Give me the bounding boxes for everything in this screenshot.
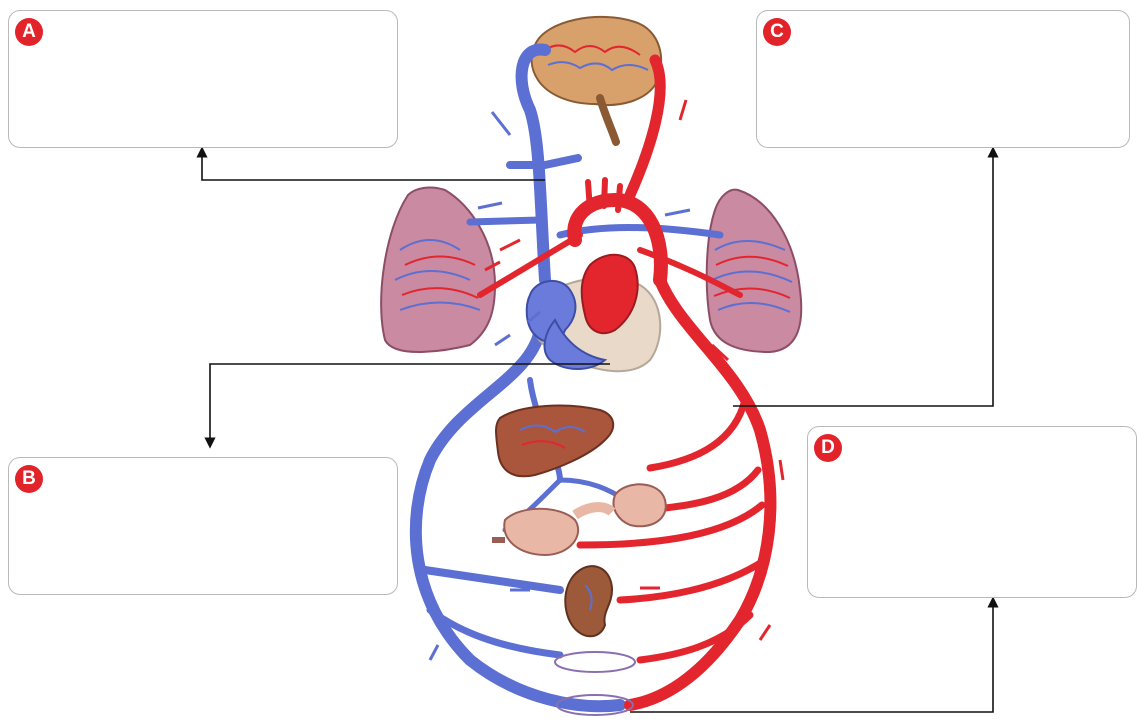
leader-a	[202, 152, 545, 180]
right-lung	[707, 190, 802, 352]
brain	[532, 17, 662, 142]
label-box-b[interactable]: B	[8, 457, 398, 595]
label-badge-a: A	[15, 18, 43, 46]
label-badge-d: D	[814, 434, 842, 462]
label-badge-b: B	[15, 465, 43, 493]
left-lung	[381, 188, 495, 352]
kidney	[565, 566, 612, 636]
leader-d	[630, 602, 993, 712]
label-box-d[interactable]: D	[807, 426, 1137, 598]
label-box-a[interactable]: A	[8, 10, 398, 148]
arteries	[480, 60, 770, 705]
label-box-c[interactable]: C	[756, 10, 1130, 148]
label-badge-c: C	[763, 18, 791, 46]
liver	[496, 406, 613, 477]
